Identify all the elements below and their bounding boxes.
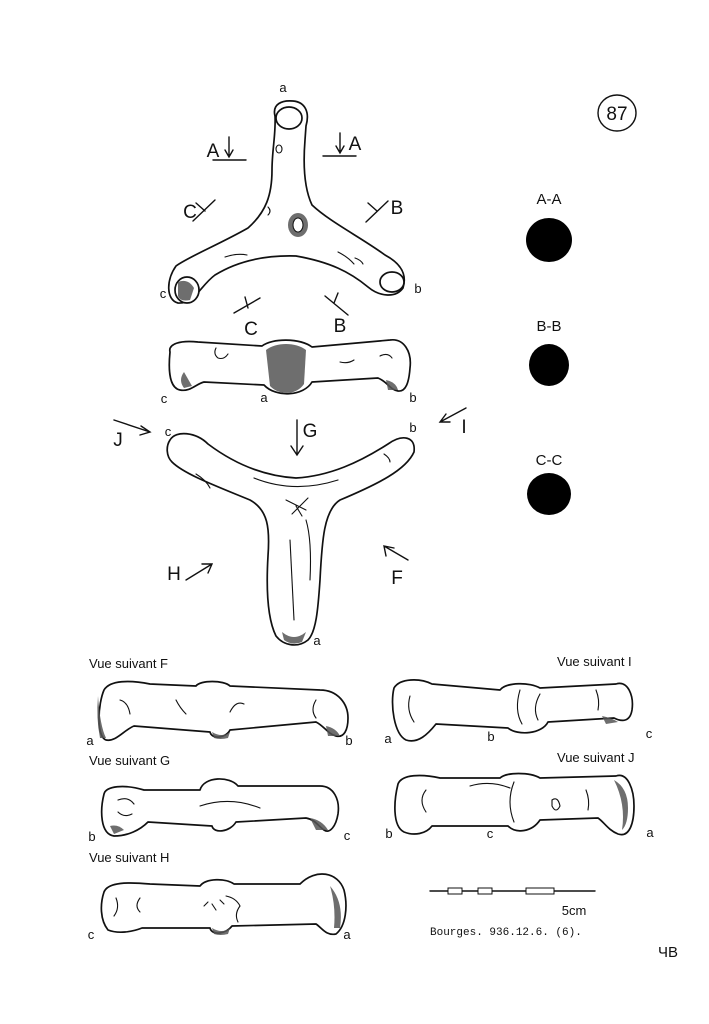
section-mark-a-right: A: [349, 134, 362, 155]
scale-bar: [429, 887, 596, 895]
view-g-title: Vue suivant G: [89, 753, 170, 768]
view-f-drawing: [97, 680, 349, 741]
top-label-c: c: [160, 286, 167, 301]
view-i-label-left: a: [384, 731, 392, 746]
section-label-cc: C-C: [536, 452, 563, 469]
lower-label-b: b: [409, 420, 416, 435]
section-mark-a-left: A: [207, 141, 220, 162]
view-h-label-right: a: [343, 927, 351, 942]
section-label-aa: A-A: [536, 191, 561, 208]
middle-label-a: a: [260, 390, 268, 405]
view-g-label-left: b: [88, 829, 95, 844]
lower-view-drawing: [166, 432, 415, 646]
view-h-drawing: [100, 873, 347, 936]
lower-label-c: c: [165, 424, 172, 439]
view-j-label-left: b: [385, 826, 392, 841]
direction-mark-j: J: [113, 430, 123, 451]
reference-note: Bourges. 936.12.6. (6).: [430, 927, 582, 939]
view-j-label-mid: c: [487, 826, 494, 841]
section-mark-b-lower: B: [334, 316, 347, 337]
view-i-title: Vue suivant I: [557, 654, 632, 669]
middle-label-c: c: [161, 391, 168, 406]
section-mark-c-lower: C: [244, 319, 258, 340]
view-f-label-left: a: [86, 733, 94, 748]
middle-view-drawing: [168, 339, 412, 395]
view-g-drawing: [100, 778, 340, 837]
view-f-label-right: b: [345, 733, 352, 748]
direction-mark-h: H: [167, 564, 181, 585]
section-mark-b-upper: B: [391, 198, 404, 219]
author-initials: ЧB: [658, 944, 678, 961]
section-cut-markers: [192, 132, 389, 316]
view-j-drawing: [394, 772, 635, 836]
top-label-b: b: [414, 281, 421, 296]
view-j-title: Vue suivant J: [557, 750, 635, 765]
section-shape-aa: [526, 218, 572, 262]
scale-label: 5cm: [562, 903, 587, 918]
direction-mark-i: I: [461, 417, 466, 438]
view-i-label-right: c: [646, 726, 653, 741]
section-shape-bb: [529, 344, 569, 386]
view-h-label-left: c: [88, 927, 95, 942]
view-i-drawing: [391, 679, 634, 742]
plate-number: 87: [606, 104, 627, 125]
section-label-bb: B-B: [536, 318, 561, 335]
plate-number-badge: 87: [597, 94, 637, 132]
view-j-label-right: a: [646, 825, 654, 840]
view-g-label-right: c: [344, 828, 351, 843]
direction-mark-f: F: [391, 568, 403, 589]
top-view-drawing: [167, 100, 406, 304]
section-mark-c-upper: C: [183, 202, 197, 223]
middle-label-b: b: [409, 390, 416, 405]
view-h-title: Vue suivant H: [89, 850, 169, 865]
view-f-title: Vue suivant F: [89, 656, 168, 671]
direction-mark-g: G: [303, 421, 318, 442]
direction-arrows: [113, 407, 467, 581]
view-i-label-mid: b: [487, 729, 494, 744]
section-shape-cc: [527, 473, 571, 515]
top-label-a: a: [279, 80, 287, 95]
lower-label-a: a: [313, 633, 321, 648]
